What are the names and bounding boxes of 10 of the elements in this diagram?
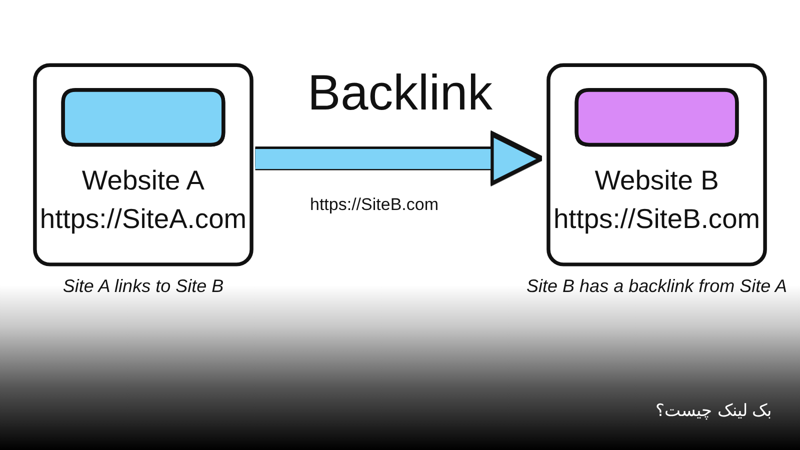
edge-label: Backlink <box>307 66 493 121</box>
header-bar <box>574 88 739 147</box>
caption-text: Site B has a backlink from Site A <box>526 276 787 298</box>
node-label: Website A https://SiteA.com <box>40 164 247 234</box>
arrow <box>255 134 542 184</box>
header-bar <box>61 88 226 147</box>
url-label: https://SiteB.com <box>310 194 438 215</box>
caption-text: بک لینک چیست؟ <box>656 400 772 421</box>
caption-text: Site A links to Site B <box>62 276 224 298</box>
node-label: Website B https://SiteB.com <box>553 164 760 234</box>
